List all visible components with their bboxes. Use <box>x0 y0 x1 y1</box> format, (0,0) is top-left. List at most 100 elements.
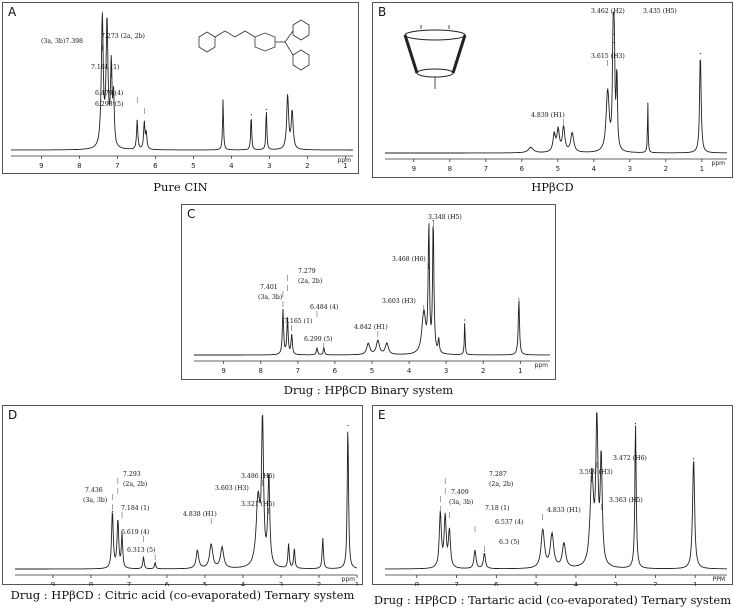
peak-annotation: 6.479 (4) <box>95 90 123 97</box>
peak-annotation: 3.462 (H2) <box>591 8 625 15</box>
peak-annotation: 3.348 (H5) <box>428 214 462 221</box>
spectrum-peak <box>448 531 451 533</box>
spectrum-line <box>11 12 353 151</box>
peak-annotation: (3a, 3b) <box>449 499 473 506</box>
panel-letter: E <box>378 408 386 422</box>
x-tick-label: 4 <box>407 367 412 375</box>
spectrum-peak <box>316 347 318 349</box>
spectrum-peak <box>250 114 252 116</box>
x-tick-label: 6 <box>333 367 338 375</box>
spectrum-peak <box>117 520 119 522</box>
peak-annotation: 6.293 (5) <box>95 101 123 108</box>
peak-annotation: 3.603 (H3) <box>215 485 249 492</box>
peak-annotation: (2a, 2b) <box>123 481 147 488</box>
peak-annotation: 7.293 <box>123 471 141 478</box>
spectrum-line <box>385 11 728 154</box>
panel-letter: C <box>187 207 196 221</box>
panel-letter: D <box>8 408 18 422</box>
peak-annotation: 4.839 (H1) <box>531 112 565 119</box>
spectrum-peak <box>518 298 520 300</box>
spectrum-peak <box>221 547 223 549</box>
panel-letter: B <box>378 5 387 19</box>
spectrum-peak <box>423 312 425 314</box>
spectrum-peak <box>634 423 637 425</box>
spectrum-peak <box>367 343 369 345</box>
spectrum-peak <box>692 458 695 460</box>
peak-annotation: (2a, 2b) <box>489 481 513 488</box>
x-tick-label: 7 <box>484 165 488 173</box>
x-unit-label: PPM <box>713 576 725 583</box>
spectrum-peak <box>444 517 446 520</box>
spectrum-peak <box>464 319 466 321</box>
x-tick-label: 8 <box>415 581 419 586</box>
spectrum-peak <box>286 318 289 320</box>
molecule-structure-icon <box>198 19 310 71</box>
x-tick-label: 5 <box>203 581 207 586</box>
x-tick-label: 1 <box>355 581 359 586</box>
x-unit-label: ppm <box>342 576 356 583</box>
peak-annotation: 7.401 <box>260 284 278 291</box>
spectrum-peak <box>101 18 103 20</box>
x-unit-label: ppm <box>535 362 549 369</box>
x-tick-label: 9 <box>221 367 225 375</box>
spectrum-peak <box>145 133 147 135</box>
spectrum-peak <box>616 76 618 78</box>
x-tick-label: 3 <box>613 581 617 586</box>
x-tick-label: 8 <box>259 367 263 375</box>
spectrum-peak <box>142 556 145 558</box>
caption-c: Drug : HPβCD Binary system <box>283 383 454 397</box>
peak-annotation: 3.603 (H3) <box>382 298 416 305</box>
x-tick-label: 8 <box>448 165 452 173</box>
cyclodextrin-structure-icon <box>403 25 467 89</box>
spectrum-peak <box>322 538 324 540</box>
x-tick-label: 6 <box>165 581 170 586</box>
peak-annotation: 6.3 (5) <box>499 539 520 546</box>
x-tick-label: 4 <box>241 581 246 586</box>
spectrum-peak <box>474 550 476 552</box>
peak-annotation: 4.833 (H1) <box>547 507 581 514</box>
spectrum-peak <box>596 418 598 420</box>
spectrum-peak <box>222 99 224 101</box>
x-tick-label: 5 <box>556 165 560 173</box>
spectrum-peak <box>143 122 145 124</box>
peak-annotation: 3.472 (H6) <box>613 455 647 462</box>
x-tick-label: 9 <box>412 165 416 173</box>
x-tick-label: 4 <box>592 165 597 173</box>
peak-annotation: 6.299 (5) <box>304 336 332 343</box>
x-tick-label: 3 <box>267 162 271 170</box>
peak-annotation: 3.321 (H5) <box>241 501 275 508</box>
spectrum-peak <box>106 23 108 26</box>
spectrum-peak <box>483 553 486 555</box>
spectrum-peak <box>154 562 156 564</box>
peak-annotation: 7.184 (1) <box>121 505 149 512</box>
spectrum-line <box>15 414 358 570</box>
x-tick-label: 7 <box>296 367 300 375</box>
spectrum-peak <box>287 95 289 97</box>
spectrum-line <box>385 412 727 570</box>
peak-annotation: (3a, 3b) <box>83 497 107 504</box>
peak-annotation: 3.363 (H5) <box>609 497 643 504</box>
spectrum-peak <box>612 33 614 35</box>
x-tick-label: 2 <box>317 581 321 586</box>
spectrum-peak <box>257 500 259 502</box>
spectrum-peak <box>562 127 565 129</box>
x-tick-label: 2 <box>664 165 668 173</box>
caption-e: Drug : HPβCD : Tartaric acid (co-evapora… <box>373 593 732 607</box>
x-tick-label: 6 <box>494 581 499 586</box>
panel-letter: A <box>8 5 17 19</box>
x-tick-label: 9 <box>39 162 43 170</box>
spectrum-peak <box>265 108 267 111</box>
spectrum-peak <box>261 424 264 427</box>
spectrum-peak <box>439 513 441 515</box>
peak-annotation: 7.18 (1) <box>485 505 510 512</box>
spectrum-peak <box>607 91 609 93</box>
x-tick-label: 8 <box>89 581 93 586</box>
x-tick-label: 2 <box>305 162 309 170</box>
peak-annotation: 7.165 (1) <box>284 318 312 325</box>
spectrum-peak <box>196 550 198 552</box>
